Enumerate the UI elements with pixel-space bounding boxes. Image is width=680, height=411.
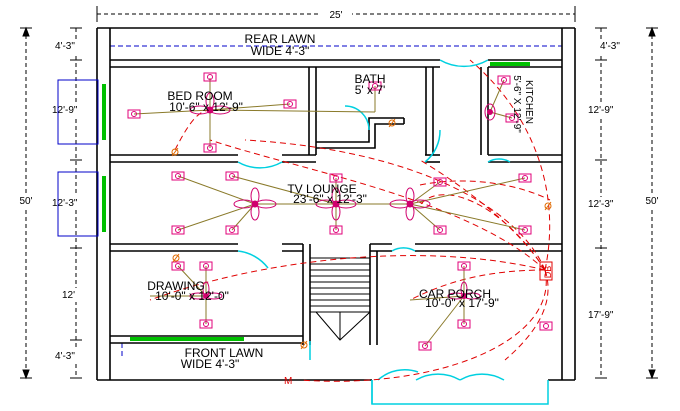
overall-depth-right-dim: 50' [645,196,658,207]
light-fixture-icon [518,225,532,235]
left-dim-bed-room: 12'-9" [52,105,78,116]
left-dim-drawing: 12' [62,290,75,301]
light-fixture-icon [497,75,511,85]
left-dim-tv-lounge: 12'-3" [52,198,78,209]
doors [237,59,549,405]
drawing-title: DRAWING [147,279,205,293]
ceiling-fan-lounge-center-icon [315,187,357,221]
dimension-text-bgs [12,7,666,363]
meter-label: M [284,376,292,387]
car-porch-title: CAR PORCH [419,287,491,301]
light-fixture-icon [418,341,432,351]
kitchen-title: KITCHEN [523,80,534,124]
ceiling-fan-drawing-icon [189,281,223,300]
light-fixture-icon [171,225,185,235]
bath-size: 5' x 7' [355,83,386,97]
ceiling-fan-lounge-left-icon [233,187,277,221]
light-fixtures [127,72,553,351]
right-dim-car-porch: 17'-9" [588,310,614,321]
staircase [310,257,371,341]
bed-room-size: 10'-6" x 12'-9" [169,100,243,114]
bath-title: BATH [354,72,385,86]
switch-icon [171,147,179,157]
tv-lounge-size: 23'-6" x 12'-3" [293,192,367,206]
front-lawn-size: WIDE 4'-3" [181,357,240,371]
overall-width-dim: 25' [329,10,342,21]
windows [102,62,530,341]
light-fixture-icon [457,261,471,271]
right-dim-kitchen: 12'-9" [588,105,614,116]
bed-room-title: BED ROOM [167,89,232,103]
light-fixture-icon [225,225,239,235]
drawing-size: 10'-0" x 12'-0" [155,289,229,303]
light-fixture-icon [433,225,447,235]
light-fixture-icon [225,171,239,181]
light-fixture-icon [199,261,213,271]
rear-lawn-size: WIDE 4'-3" [251,44,310,58]
window-frames [57,79,99,237]
switch-icon [388,118,396,128]
light-fixture-icon [203,143,217,153]
light-fixture-icon [283,99,297,109]
switch-icon [172,253,180,263]
right-dim-tv-lounge: 12'-3" [588,199,614,210]
light-fixture-icon [539,321,553,331]
light-fixture-icon [203,72,217,82]
left-dim-rear-lawn: 4'-3" [55,41,75,52]
ceiling-fan-car-porch-icon [447,281,481,300]
light-fixture-icon [457,319,471,329]
overall-depth-left-dim: 50' [19,196,32,207]
light-fixture-icon [329,225,343,235]
light-fixture-icon [368,81,382,91]
ceiling-fan-bedroom-icon [189,92,231,115]
distribution-board-icon [539,261,553,281]
switch-boards [171,118,552,350]
light-fixture-icon [518,173,532,183]
light-fixture-icon [171,171,185,181]
kitchen-size: 5'-6" X 12'-9" [511,75,522,133]
light-fixture-icon [505,113,519,123]
car-porch-size: 10'-0" x 17'-9" [425,296,499,310]
light-fixture-icon [199,319,213,329]
light-fixture-icon [329,173,343,183]
ceiling-fan-kitchen-icon [484,103,496,121]
fixture-leads [133,78,526,347]
tv-lounge-title: TV LOUNGE [287,182,356,196]
rear-lawn-title: REAR LAWN [245,32,316,46]
distribution-board-label: DB [543,266,553,279]
right-dim-rear-lawn: 4'-3" [600,41,620,52]
light-fixture-icon [433,177,447,187]
front-lawn-title: FRONT LAWN [185,346,264,360]
switch-icon [300,340,308,350]
ceiling-fan-lounge-right-icon [389,187,431,221]
light-fixture-icon [127,109,141,119]
left-dim-front-lawn: 4'-3" [55,351,75,362]
switch-icon [544,201,552,211]
light-fixture-icon [171,261,185,271]
